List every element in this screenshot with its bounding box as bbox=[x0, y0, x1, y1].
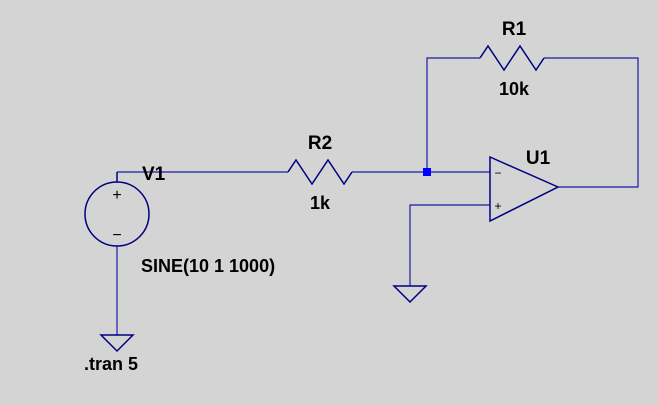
spice-directive-tran[interactable]: .tran 5 bbox=[84, 354, 138, 374]
v1-value-label: SINE(10 1 1000) bbox=[141, 256, 275, 276]
resistor-r2[interactable]: R2 1k bbox=[287, 133, 353, 213]
resistor-icon bbox=[479, 44, 545, 72]
resistor-r1[interactable]: R1 10k bbox=[479, 19, 545, 99]
voltage-source-icon bbox=[84, 181, 150, 247]
opamp-u1[interactable]: − + U1 bbox=[489, 148, 560, 223]
wires bbox=[116, 57, 639, 335]
junction-dot-icon bbox=[423, 168, 431, 176]
wire-noninv-to-ground[interactable] bbox=[409, 204, 490, 286]
ground-icon[interactable] bbox=[392, 285, 428, 304]
ground-icon[interactable] bbox=[99, 334, 135, 353]
opamp-inverting-symbol: − bbox=[494, 166, 501, 180]
v1-ref-label: V1 bbox=[142, 164, 166, 185]
wire-r1-to-output[interactable] bbox=[544, 57, 639, 188]
r2-value-label: 1k bbox=[310, 193, 331, 213]
source-minus-symbol: − bbox=[112, 227, 121, 244]
opamp-noninverting-symbol: + bbox=[494, 199, 501, 213]
r2-ref-label: R2 bbox=[308, 133, 332, 154]
wire-node-to-r1[interactable] bbox=[426, 57, 480, 172]
r1-ref-label: R1 bbox=[502, 19, 527, 40]
source-plus-symbol: + bbox=[112, 187, 121, 204]
r1-value-label: 10k bbox=[499, 79, 530, 99]
voltage-source-v1[interactable]: + − V1 SINE(10 1 1000) bbox=[84, 164, 275, 276]
u1-ref-label: U1 bbox=[526, 148, 551, 169]
opamp-icon bbox=[489, 155, 560, 223]
resistor-icon bbox=[287, 158, 353, 186]
